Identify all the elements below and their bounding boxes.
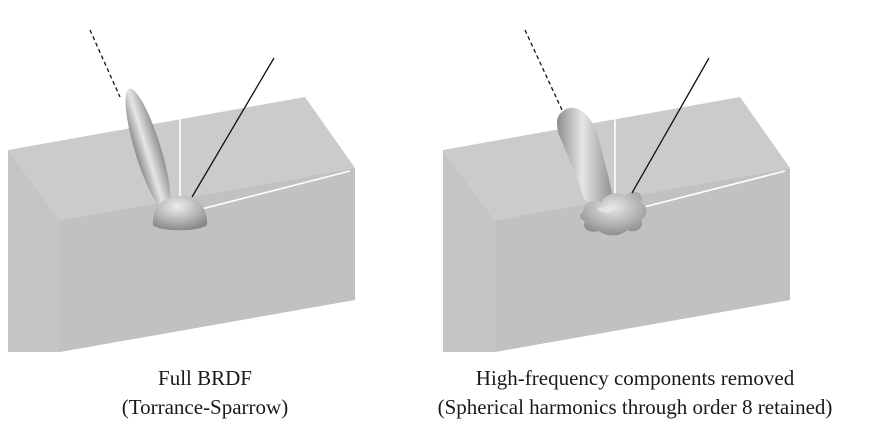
caption-filtered-brdf: High-frequency components removed (Spher… <box>400 364 870 422</box>
surface-axis-line <box>639 170 786 209</box>
reflected-ray <box>631 57 710 194</box>
surface-right-face <box>495 168 790 352</box>
bumpy-dome-highlight <box>597 206 615 213</box>
surface-right-face <box>60 168 355 352</box>
filtered-brdf-illustration <box>443 18 790 352</box>
bumpy-dome <box>580 191 647 236</box>
surface-top-face <box>443 97 790 220</box>
surface-axis-line <box>181 170 351 215</box>
incident-ray-dashed <box>89 29 121 98</box>
surface-top-face <box>8 97 355 220</box>
caption-filtered-brdf-title: High-frequency components removed <box>475 366 795 390</box>
caption-full-brdf-title: Full BRDF <box>158 366 252 390</box>
panel-full-brdf <box>0 0 435 360</box>
specular-lobe <box>557 107 613 205</box>
specular-lobe <box>125 88 171 212</box>
diffuse-dome <box>152 196 208 231</box>
surface-front-face <box>8 150 60 352</box>
caption-full-brdf: Full BRDF (Torrance-Sparrow) <box>40 364 370 422</box>
panel-filtered-brdf <box>435 0 870 360</box>
reflected-ray <box>191 57 275 198</box>
caption-full-brdf-subtitle: (Torrance-Sparrow) <box>121 395 289 419</box>
surface-front-face <box>443 150 495 352</box>
incident-ray-dashed <box>524 29 563 111</box>
full-brdf-illustration <box>8 18 355 352</box>
caption-filtered-brdf-subtitle: (Spherical harmonics through order 8 ret… <box>437 395 833 419</box>
